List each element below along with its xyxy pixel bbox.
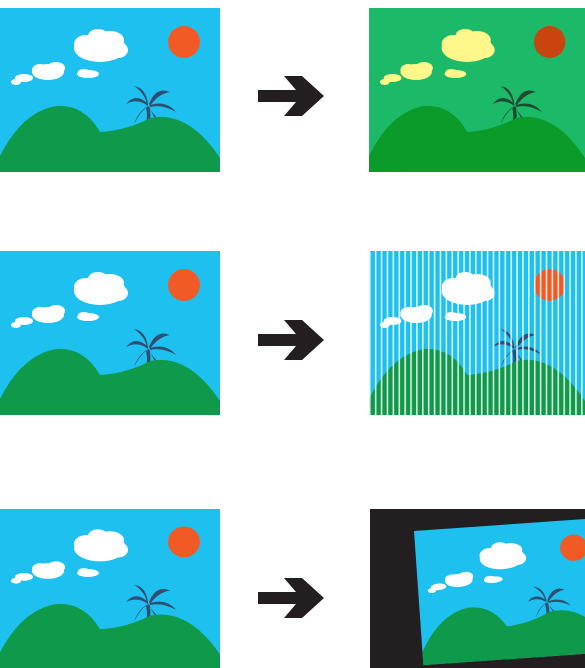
sun-icon [168, 26, 200, 58]
landscape-image [0, 251, 220, 415]
right-arrow-icon [256, 318, 326, 362]
sun-icon [534, 26, 565, 58]
original-image [0, 251, 220, 415]
striped-image [369, 251, 585, 415]
original-image [0, 509, 220, 668]
color-shifted-image [369, 8, 585, 172]
landscape-image [0, 509, 220, 668]
landscape-image [0, 8, 220, 172]
rotated-image-frame [370, 509, 585, 668]
stripe-overlay [369, 251, 585, 415]
landscape-image-striped [369, 251, 585, 415]
right-arrow-icon [256, 74, 326, 118]
rotated-landscape-image [370, 509, 585, 668]
sun-icon [168, 526, 200, 557]
sun-icon [168, 269, 200, 301]
right-arrow-icon [256, 576, 326, 620]
landscape-image-tinted [369, 8, 585, 172]
original-image [0, 8, 220, 172]
